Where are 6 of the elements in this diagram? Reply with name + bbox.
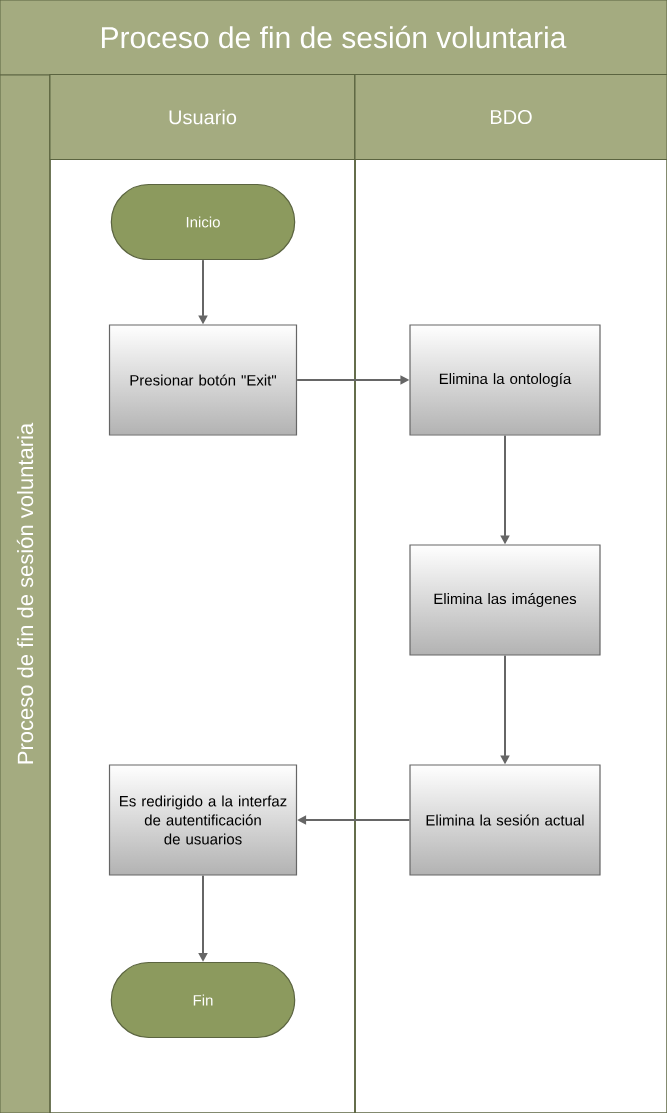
title-band: Proceso de fin de sesión voluntaria <box>0 0 667 76</box>
process-box: Presionar botón "Exit" <box>108 324 298 436</box>
process-box: Es redirigido a la interfaz de autentificación de usuarios <box>108 764 298 876</box>
process-box: Elimina las imágenes <box>409 544 601 656</box>
process-box: Elimina la sesión actual <box>409 764 601 876</box>
process-box: Elimina la ontología <box>409 324 601 436</box>
